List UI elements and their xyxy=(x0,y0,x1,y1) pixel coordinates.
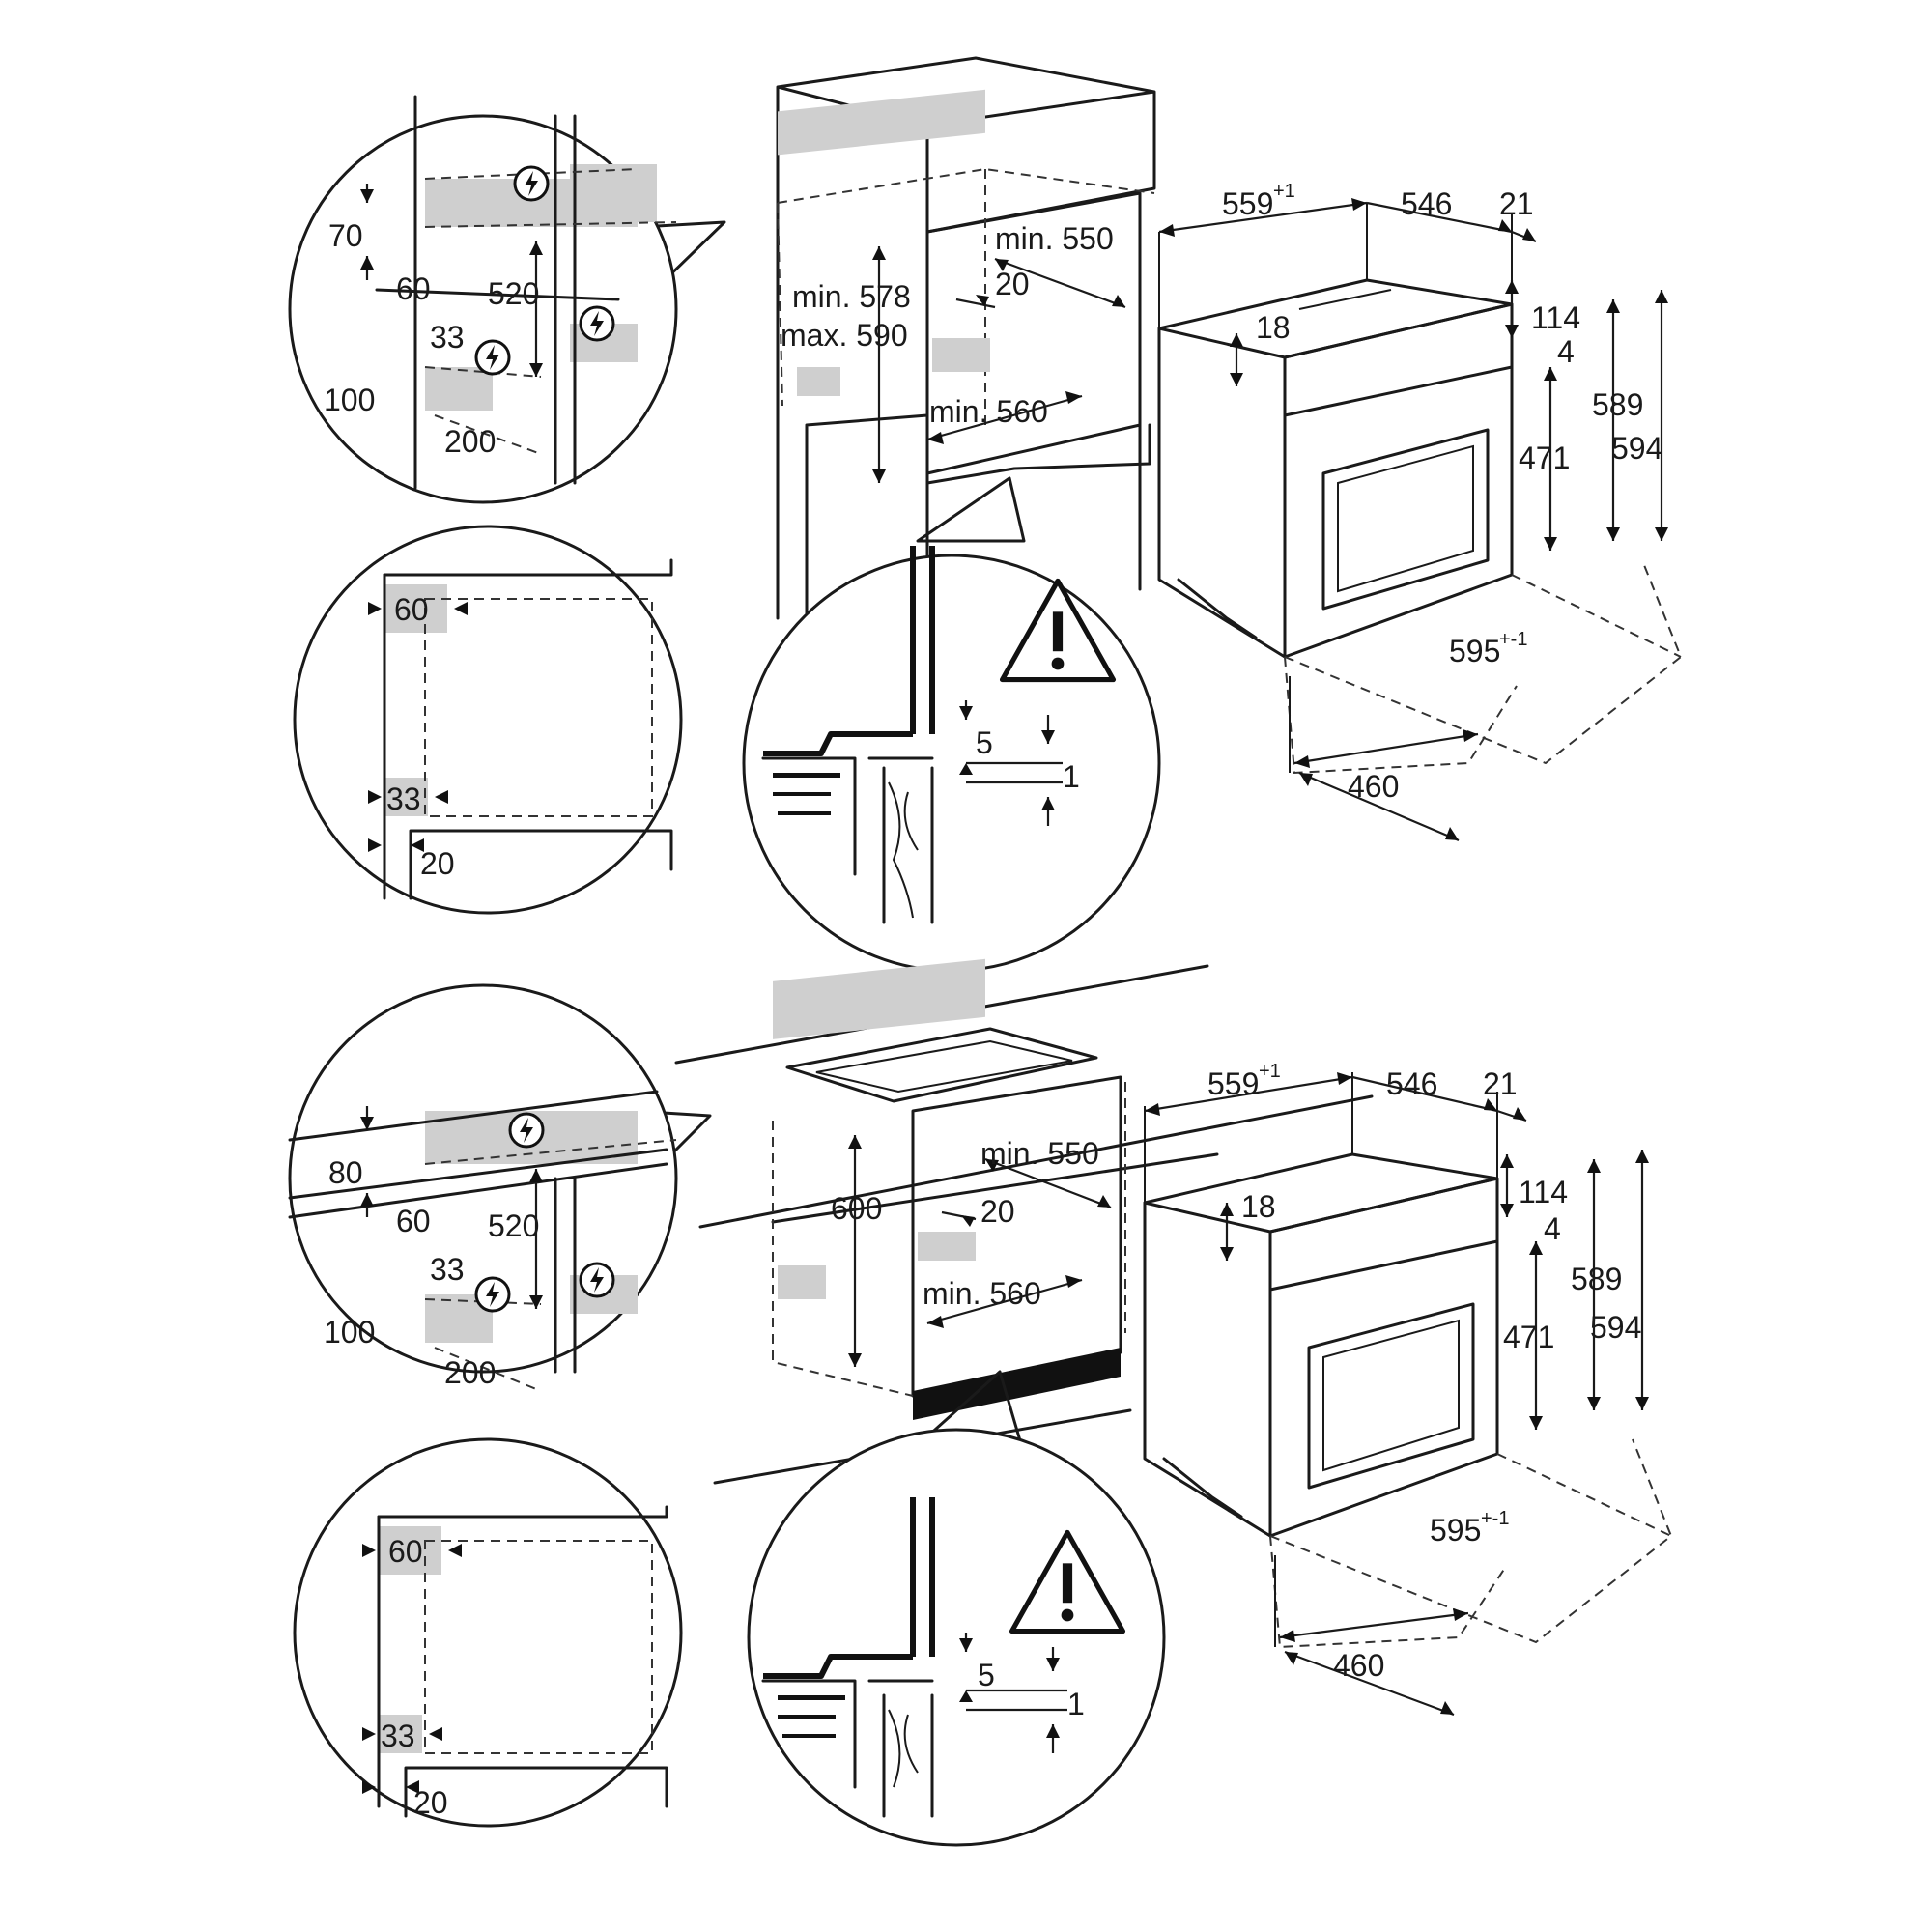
diagram-bottom: 80 60 520 33 100 200 60 33 20 xyxy=(288,958,1673,1847)
electric-hazard-icon xyxy=(508,1112,545,1149)
dim-100: 100 xyxy=(324,383,375,417)
dim-20: 20 xyxy=(420,846,455,881)
dim-5: 5 xyxy=(976,725,993,760)
detail-circle-lower: 60 33 20 xyxy=(293,1437,683,1828)
oven-built-in: 559 +1 546 21 114 18 4 589 471 594 595 +… xyxy=(1143,1061,1673,1717)
cabinet-tall: min. 578 max. 590 min. 550 20 min. 560 xyxy=(776,56,1156,678)
dim-114: 114 xyxy=(1531,300,1580,335)
dim-546: 546 xyxy=(1401,186,1452,221)
dim-33: 33 xyxy=(386,781,421,816)
dim-33: 33 xyxy=(430,1252,465,1287)
dim-80: 80 xyxy=(328,1155,363,1190)
dim-18: 18 xyxy=(1256,310,1291,345)
dim-60: 60 xyxy=(388,1534,423,1569)
dim-595-tolerance: +-1 xyxy=(1499,629,1527,650)
electric-hazard-icon xyxy=(579,1262,615,1298)
dim-520: 520 xyxy=(488,1208,539,1243)
oven-width-label: 559 +1 xyxy=(1208,1061,1281,1101)
dim-460: 460 xyxy=(1348,769,1399,804)
dim-21: 21 xyxy=(1483,1066,1518,1101)
cabinet-gap: 20 xyxy=(980,1194,1015,1229)
dim-589: 589 xyxy=(1592,387,1643,422)
dim-5: 5 xyxy=(978,1658,995,1692)
dim-1: 1 xyxy=(1067,1687,1085,1721)
dim-460: 460 xyxy=(1333,1648,1384,1683)
dim-60: 60 xyxy=(396,271,431,306)
dim-200: 200 xyxy=(444,424,496,459)
dim-4: 4 xyxy=(1557,334,1575,369)
cabinet-width-top: min. 550 xyxy=(980,1136,1099,1171)
dim-594: 594 xyxy=(1590,1310,1641,1345)
dim-471: 471 xyxy=(1519,440,1570,475)
dim-21: 21 xyxy=(1499,186,1534,221)
dim-60: 60 xyxy=(394,592,429,627)
oven-front-width-label: 595 +-1 xyxy=(1430,1508,1509,1548)
electric-hazard-icon xyxy=(513,165,550,202)
electric-hazard-icon xyxy=(474,339,511,376)
dim-589: 589 xyxy=(1571,1262,1622,1296)
cabinet-width-bottom: min. 560 xyxy=(923,1276,1041,1311)
dim-100: 100 xyxy=(324,1315,375,1350)
warning-detail-circle: 5 1 xyxy=(747,1370,1166,1847)
electric-hazard-icon xyxy=(579,305,615,342)
oven-front-width-label: 595 +-1 xyxy=(1449,629,1527,668)
dim-594: 594 xyxy=(1611,431,1662,466)
dim-471: 471 xyxy=(1503,1320,1554,1354)
dim-33: 33 xyxy=(381,1719,415,1753)
dim-70: 70 xyxy=(328,218,363,253)
dim-200: 200 xyxy=(444,1355,496,1390)
dim-4: 4 xyxy=(1544,1211,1561,1246)
dim-559: 559 xyxy=(1222,186,1273,221)
dim-18: 18 xyxy=(1241,1189,1276,1224)
electric-hazard-icon xyxy=(474,1276,511,1313)
dim-595-tolerance: +-1 xyxy=(1481,1508,1509,1529)
dim-60: 60 xyxy=(396,1204,431,1238)
warning-detail-circle: 5 1 xyxy=(742,476,1161,973)
detail-circle-upper: 80 60 520 33 100 200 xyxy=(288,983,712,1392)
detail-circle-lower: 60 33 20 xyxy=(293,525,683,915)
cabinet-width-top: min. 550 xyxy=(995,221,1114,256)
oven-built-in: 559 +1 546 21 114 18 4 589 471 594 595 +… xyxy=(1157,181,1683,842)
dim-546: 546 xyxy=(1386,1066,1437,1101)
dim-559-tolerance: +1 xyxy=(1259,1061,1281,1082)
diagram-top: 70 60 520 33 100 200 60 33 20 xyxy=(288,56,1683,973)
cabinet-inner-height: 600 xyxy=(831,1191,882,1226)
cabinet-width-bottom: min. 560 xyxy=(929,394,1048,429)
cabinet-inner-height-max: max. 590 xyxy=(781,318,908,353)
dim-559: 559 xyxy=(1208,1066,1259,1101)
cabinet-under-counter: 600 min. 550 20 min. 560 xyxy=(772,958,1126,1420)
dim-20: 20 xyxy=(413,1785,448,1820)
dim-595: 595 xyxy=(1430,1513,1481,1548)
dim-114: 114 xyxy=(1519,1175,1568,1209)
detail-circle-upper: 70 60 520 33 100 200 xyxy=(288,95,726,504)
dim-1: 1 xyxy=(1063,759,1080,794)
cabinet-inner-height: min. 578 xyxy=(792,279,911,314)
dim-33: 33 xyxy=(430,320,465,355)
dim-559-tolerance: +1 xyxy=(1273,181,1295,202)
dim-520: 520 xyxy=(488,276,539,311)
oven-width-label: 559 +1 xyxy=(1222,181,1295,221)
dim-595: 595 xyxy=(1449,634,1500,668)
cabinet-gap: 20 xyxy=(995,267,1030,301)
